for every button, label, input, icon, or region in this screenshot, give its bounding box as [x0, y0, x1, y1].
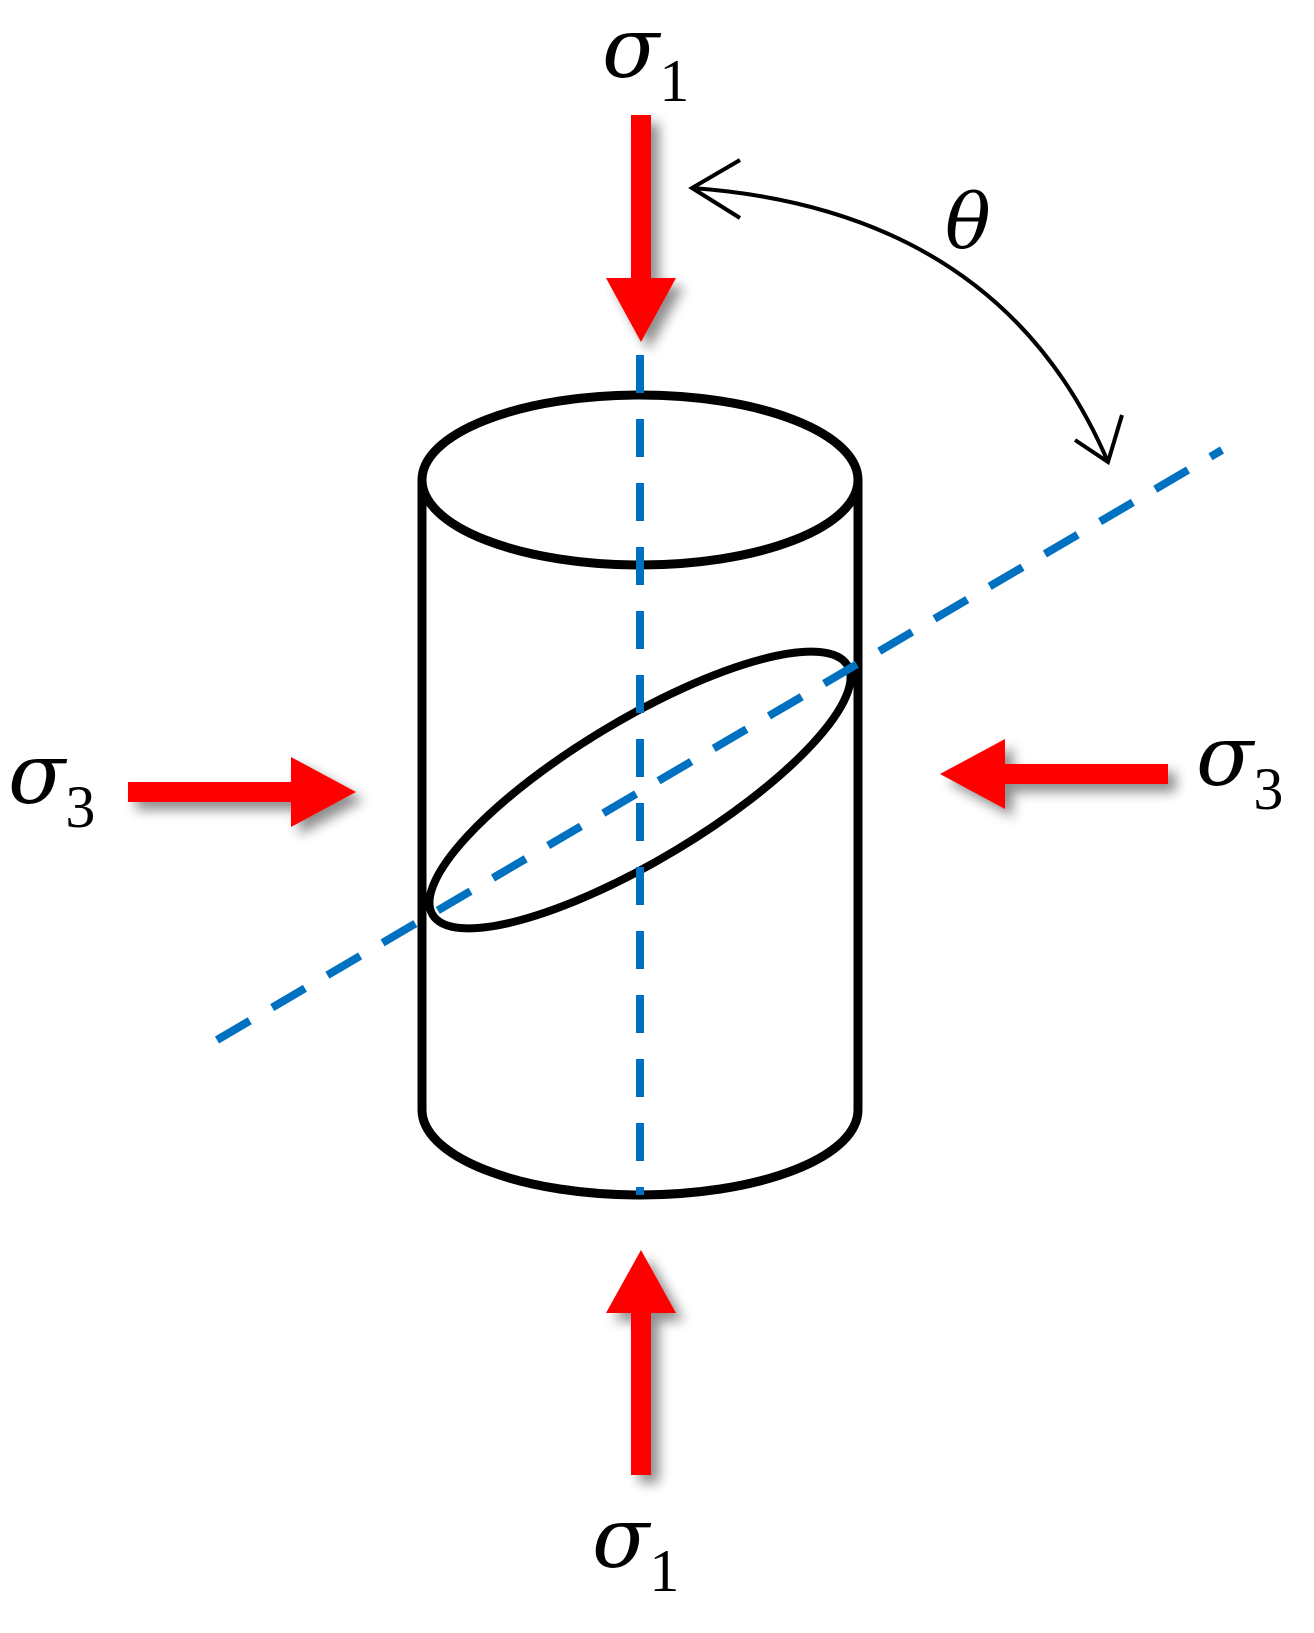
sigma1-top-arrow [606, 115, 676, 342]
sigma3-right-label: σ3 [1196, 707, 1283, 822]
angle-arc [688, 158, 1124, 466]
sigma1-bottom-arrow [606, 1250, 676, 1475]
load-arrows [128, 115, 1168, 1475]
sigma3-right-arrow [940, 739, 1168, 809]
angle-arrowhead-top [688, 158, 742, 220]
sigma3-left-arrow [128, 757, 356, 827]
theta-label: θ [945, 177, 991, 266]
inclined-axis-dashed [214, 446, 1225, 1044]
angle-arrowhead-bottom [1073, 414, 1124, 466]
sigma1-bottom-label: σ1 [592, 1489, 679, 1604]
inclined-plane-ellipse [425, 647, 855, 933]
sigma1-top-label: σ1 [602, 0, 689, 114]
sigma3-left-label: σ3 [8, 725, 95, 840]
